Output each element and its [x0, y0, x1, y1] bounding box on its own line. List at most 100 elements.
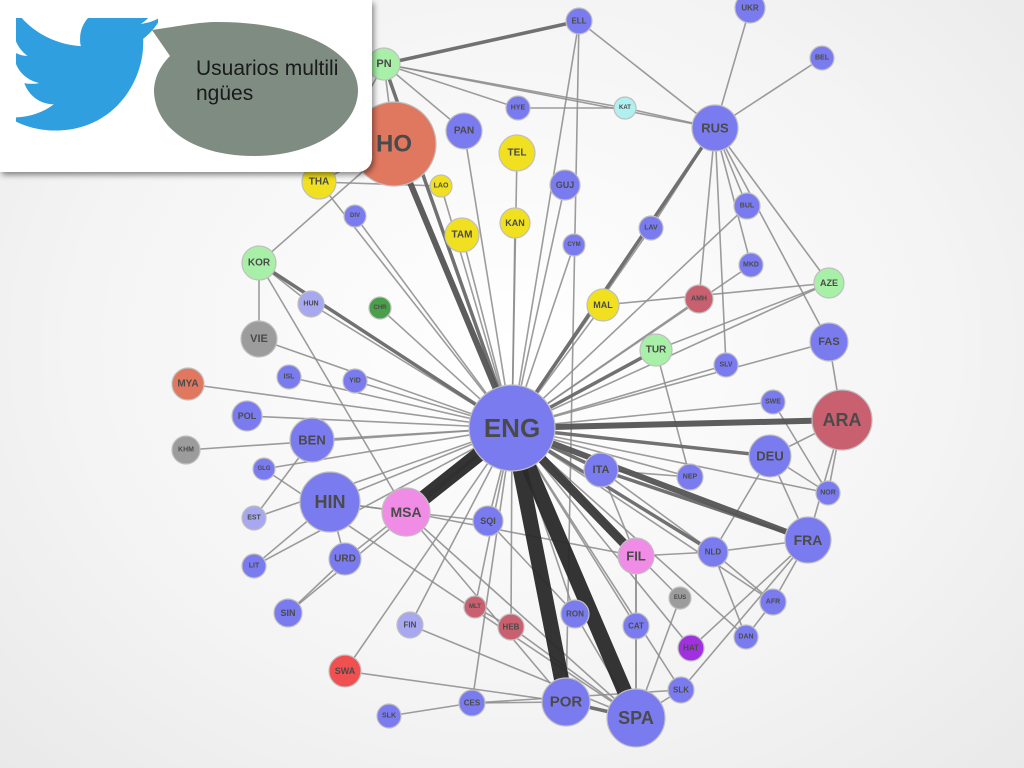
node-vie: VIE	[240, 320, 278, 358]
node-circle	[541, 677, 591, 727]
edge-eng-rus	[510, 126, 717, 430]
node-circle	[638, 215, 664, 241]
node-label: SIN	[280, 608, 295, 618]
node-circle	[691, 104, 739, 152]
node-msa: MSA	[381, 487, 431, 537]
node-circle	[499, 207, 531, 239]
node-tel: TEL	[498, 134, 536, 172]
node-aze: AZE	[813, 267, 845, 299]
speech-bubble	[152, 22, 358, 156]
node-circle	[668, 586, 692, 610]
node-label: FIL	[626, 549, 646, 564]
node-kat: KAT	[613, 96, 637, 120]
node-lit: LIT	[241, 553, 267, 579]
node-label: MKD	[743, 262, 759, 269]
node-circle	[586, 288, 620, 322]
node-circle	[734, 0, 766, 24]
twitter-bird-icon	[16, 18, 158, 131]
node-fra: FRA	[784, 516, 832, 564]
node-label: EST	[247, 515, 261, 522]
node-circle	[171, 367, 205, 401]
node-label: AFR	[766, 599, 780, 606]
node-lao: LAO	[429, 174, 453, 198]
edge-eng-vie	[258, 338, 513, 429]
node-label: HEB	[503, 623, 520, 632]
node-tur: TUR	[639, 333, 673, 367]
node-label: THA	[309, 177, 330, 188]
node-ces: CES	[458, 689, 486, 717]
node-label: ENG	[484, 413, 540, 443]
node-circle	[549, 169, 581, 201]
node-circle	[342, 368, 368, 394]
node-circle	[617, 537, 655, 575]
node-circle	[343, 204, 367, 228]
node-label: SLK	[382, 713, 396, 720]
edge-sqi-ron	[487, 520, 576, 615]
edge-fra-slk	[680, 539, 809, 691]
node-label: ELL	[571, 17, 586, 26]
node-slk2: SLK	[376, 703, 402, 729]
node-circle	[713, 352, 739, 378]
edge-tur-nep	[655, 349, 691, 478]
node-circle	[240, 320, 278, 358]
node-circle	[328, 542, 362, 576]
node-circle	[809, 45, 835, 71]
node-khm: KHM	[171, 435, 201, 465]
node-label: ITA	[593, 464, 610, 476]
node-circle	[560, 599, 590, 629]
node-circle	[813, 267, 845, 299]
node-zho: HO	[351, 101, 437, 187]
node-ita: ITA	[583, 452, 619, 488]
node-circle	[809, 322, 849, 362]
node-nep: NEP	[676, 463, 704, 491]
node-circle	[622, 612, 650, 640]
node-bul: BUL	[733, 192, 761, 220]
node-label: AZE	[820, 278, 838, 288]
node-mkd: MKD	[738, 252, 764, 278]
node-label: HO	[376, 131, 412, 158]
node-urd: URD	[328, 542, 362, 576]
node-label: UKR	[741, 4, 759, 13]
node-heb: HEB	[497, 613, 525, 641]
node-label: KOR	[248, 258, 271, 269]
node-afr: AFR	[759, 588, 787, 616]
node-label: LIT	[249, 563, 260, 570]
node-label: SLK	[673, 686, 689, 695]
node-label: ISL	[284, 374, 296, 381]
edge-eng-lit	[253, 427, 513, 567]
node-hat: HAT	[677, 634, 705, 662]
node-label: FAS	[818, 336, 839, 348]
node-label: BUL	[740, 203, 755, 210]
node-pol: POL	[231, 400, 263, 432]
edge-eng-mya	[187, 383, 513, 429]
node-circle	[733, 192, 761, 220]
node-circle	[498, 134, 536, 172]
node-ron: RON	[560, 599, 590, 629]
node-div: DIV	[343, 204, 367, 228]
node-circle	[606, 688, 666, 748]
node-label: NEP	[683, 474, 698, 481]
edge-eng-bul	[511, 205, 748, 429]
node-circle	[639, 333, 673, 367]
node-label: AMH	[691, 296, 707, 303]
node-circle	[784, 516, 832, 564]
node-spa: SPA	[606, 688, 666, 748]
edge-eng-pol	[246, 415, 513, 429]
node-circle	[376, 703, 402, 729]
edge-rus-ell	[578, 20, 716, 129]
node-rus: RUS	[691, 104, 739, 152]
node-label: KAT	[619, 105, 631, 111]
node-label: LAV	[644, 225, 658, 232]
node-circle	[231, 400, 263, 432]
node-circle	[759, 588, 787, 616]
node-circle	[815, 480, 841, 506]
edge-eng-afr	[511, 427, 774, 603]
edge-rus-mkd	[714, 127, 752, 266]
node-label: KHM	[178, 447, 194, 454]
node-label: CHR	[374, 305, 388, 311]
node-label: NLD	[705, 548, 722, 557]
edge-eng-swe	[511, 401, 774, 429]
edge-swe-nor	[772, 401, 829, 494]
node-ben: BEN	[289, 417, 335, 463]
